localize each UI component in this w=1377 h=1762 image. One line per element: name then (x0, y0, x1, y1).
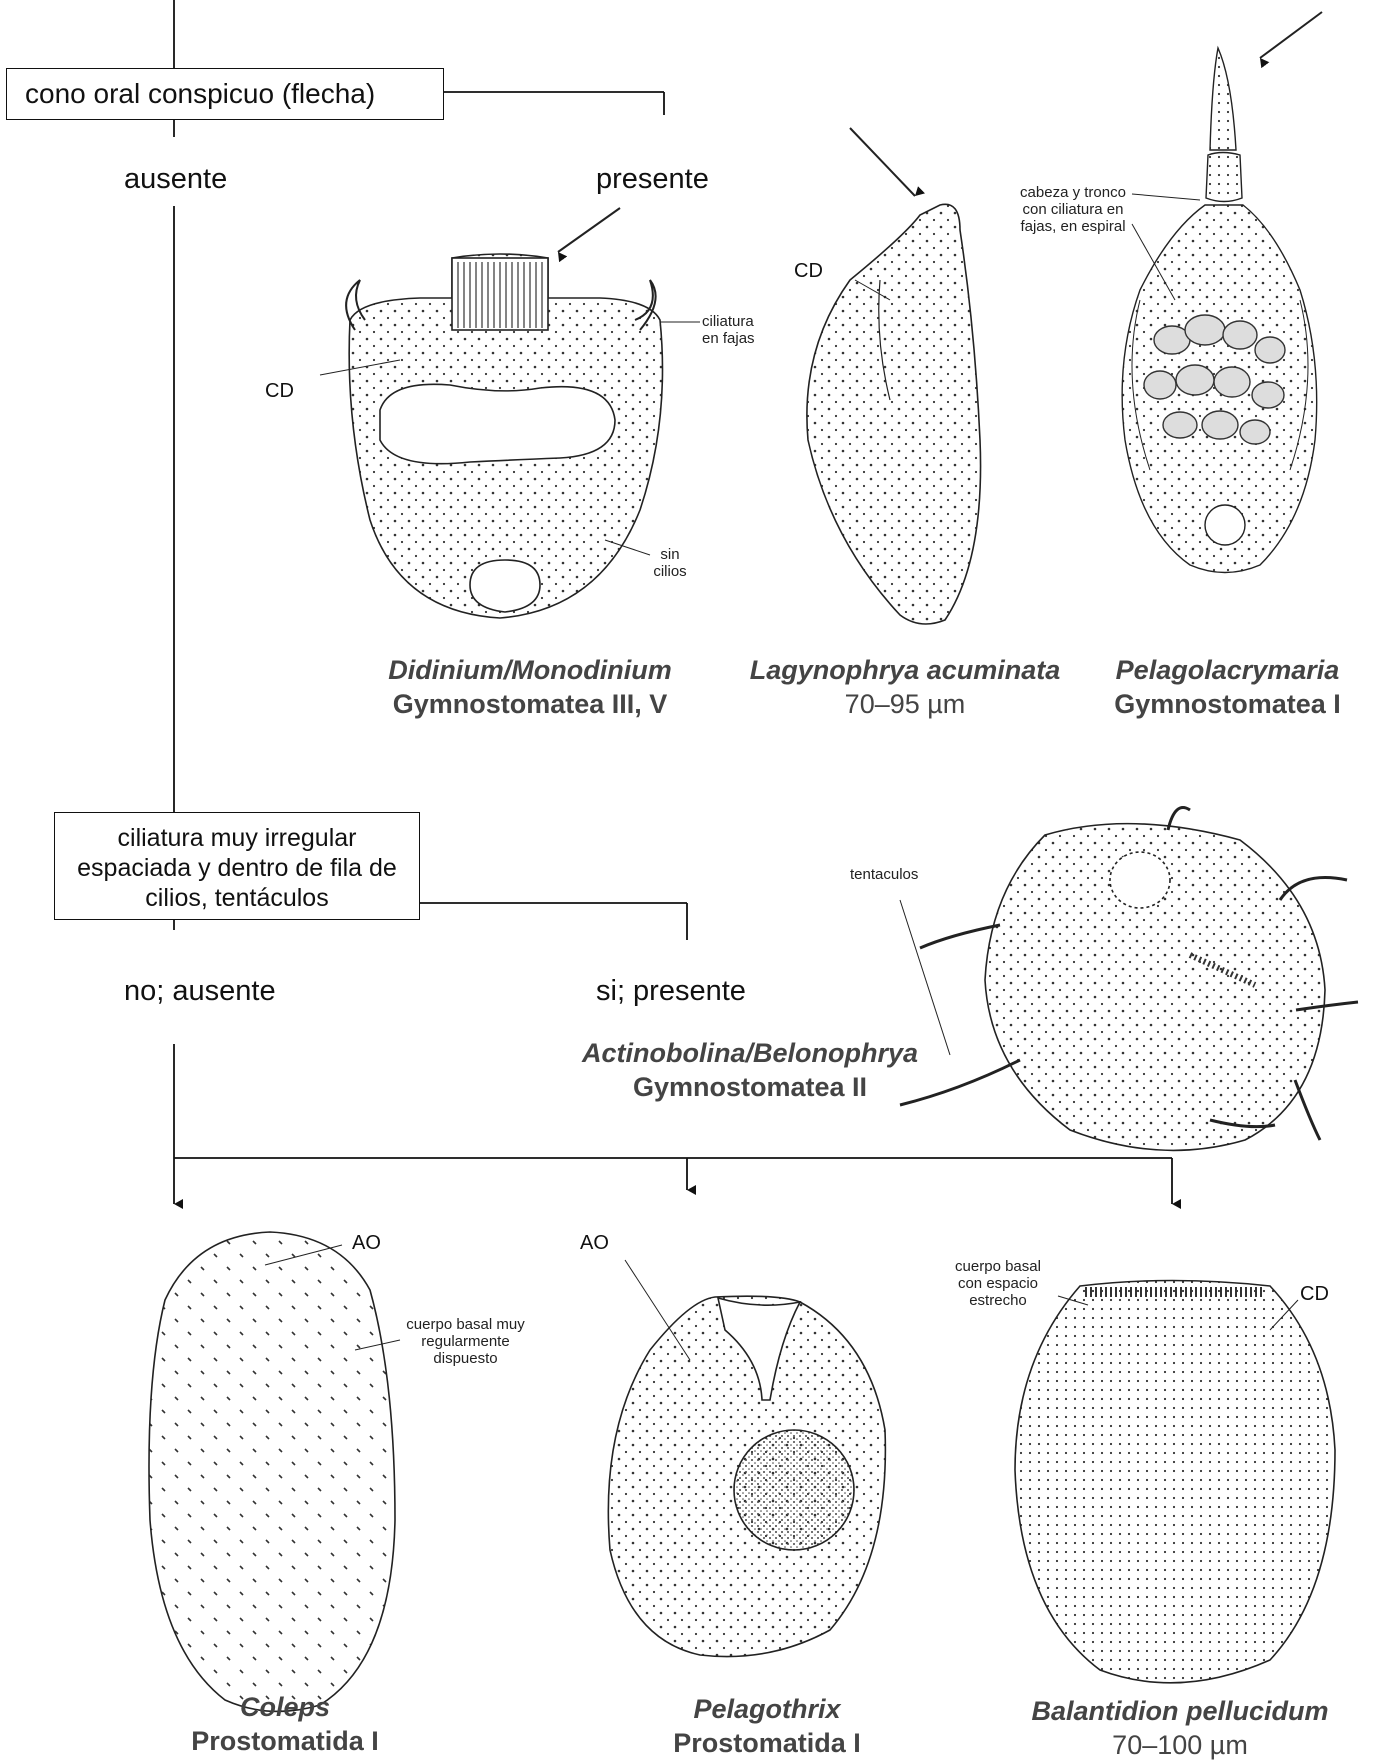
lagynophrya-arrow (850, 128, 915, 196)
caption-balantidion: Balantidion pellucidum 70–100 µm (1010, 1694, 1350, 1762)
taxon-name: Gymnostomatea III, V (345, 687, 715, 721)
key1-question: cono oral conspicuo (flecha) (25, 78, 375, 110)
balantidion-drawing (1015, 1281, 1335, 1683)
key1-left-answer: ausente (124, 163, 227, 196)
coleps-drawing (149, 1232, 400, 1711)
species-name: Pelagolacrymaria (1085, 653, 1370, 687)
species-name: Coleps (150, 1690, 420, 1724)
didinium-sin-cilios-label: sin cilios (648, 546, 692, 580)
balantidion-basal-body-label: cuerpo basal con espacio estrecho (948, 1258, 1048, 1309)
species-name: Actinobolina/Belonophrya (560, 1036, 940, 1070)
species-name: Didinium/Monodinium (345, 653, 715, 687)
pelagolacrymaria-head-label: cabeza y tronco con ciliatura en fajas, … (1008, 184, 1138, 235)
lagynophrya-cd-label: CD (794, 260, 823, 283)
size-range: 70–100 µm (1010, 1728, 1350, 1762)
caption-pelagothrix: Pelagothrix Prostomatida I (632, 1692, 902, 1760)
pelagolacrymaria-drawing (1122, 48, 1317, 573)
size-range: 70–95 µm (725, 687, 1085, 721)
caption-actinobolina: Actinobolina/Belonophrya Gymnostomatea I… (560, 1036, 940, 1104)
key1-question-box: cono oral conspicuo (flecha) (6, 68, 444, 120)
pelagolacrymaria-arrow (1260, 12, 1322, 58)
taxon-name: Prostomatida I (632, 1726, 902, 1760)
lagynophrya-drawing (807, 204, 981, 624)
actinobolina-drawing (900, 808, 1358, 1151)
caption-didinium: Didinium/Monodinium Gymnostomatea III, V (345, 653, 715, 721)
taxon-name: Gymnostomatea I (1085, 687, 1370, 721)
taxon-name: Gymnostomatea II (560, 1070, 940, 1104)
balantidion-cd-label: CD (1300, 1283, 1329, 1306)
didinium-arrow (558, 208, 620, 252)
key2-question-box: ciliatura muy irregular espaciada y dent… (54, 812, 420, 920)
coleps-basal-body-label: cuerpo basal muy regularmente dispuesto (398, 1316, 533, 1367)
didinium-ciliatura-label: ciliatura en fajas (702, 313, 772, 347)
didinium-drawing (320, 254, 700, 618)
species-name: Pelagothrix (632, 1692, 902, 1726)
pelagothrix-ao-label: AO (580, 1232, 609, 1255)
caption-pelagolacrymaria: Pelagolacrymaria Gymnostomatea I (1085, 653, 1370, 721)
species-name: Lagynophrya acuminata (725, 653, 1085, 687)
taxon-name: Prostomatida I (150, 1724, 420, 1758)
didinium-cd-label: CD (265, 380, 294, 403)
key2-question: ciliatura muy irregular espaciada y dent… (63, 823, 411, 913)
caption-lagynophrya: Lagynophrya acuminata 70–95 µm (725, 653, 1085, 721)
key2-left-answer: no; ausente (124, 975, 276, 1008)
caption-coleps: Coleps Prostomatida I (150, 1690, 420, 1758)
key1-right-answer: presente (596, 163, 709, 196)
actinobolina-tentaculos-label: tentaculos (850, 866, 918, 883)
pelagothrix-drawing (608, 1260, 885, 1657)
key2-right-answer: si; presente (596, 975, 746, 1008)
species-name: Balantidion pellucidum (1010, 1694, 1350, 1728)
coleps-ao-label: AO (352, 1232, 381, 1255)
